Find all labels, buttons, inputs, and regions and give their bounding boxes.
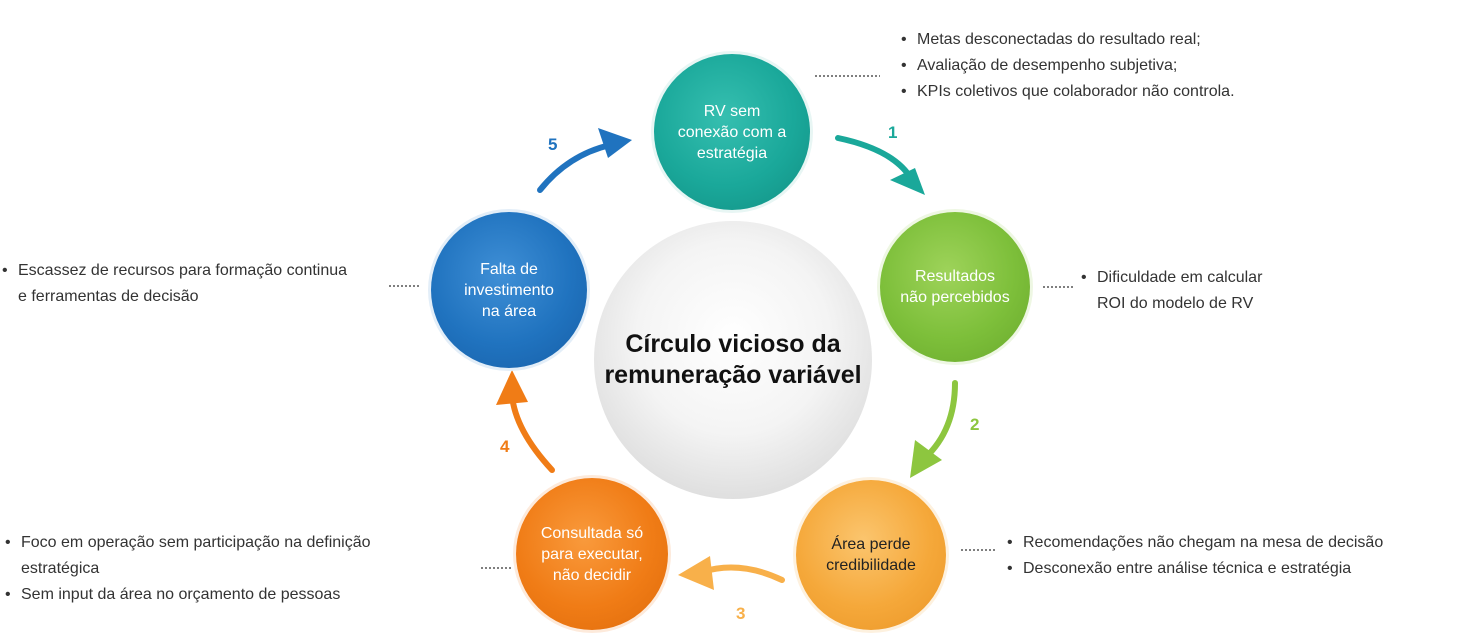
note-top-3: KPIs coletivos que colaborador não contr…: [901, 79, 1235, 105]
note-bottom-right-1: Recomendações não chegam na mesa de deci…: [1007, 530, 1383, 556]
node-falta-de-investimento: Falta de investimento na área: [431, 212, 587, 368]
arrow-2: [910, 380, 958, 478]
note-left-1: Escassez de recursos para formação conti…: [2, 258, 347, 284]
arrow-1: [835, 135, 925, 195]
notes-right: Dificuldade em calcular ROI do modelo de…: [1081, 265, 1262, 317]
notes-left: Escassez de recursos para formação conti…: [2, 258, 347, 310]
step-number-1: 1: [888, 123, 898, 142]
arrow-4: [496, 370, 555, 473]
note-left-1-cont: e ferramentas de decisão: [18, 288, 199, 305]
arrow-3: [678, 556, 785, 590]
note-top-1: Metas desconectadas do resultado real;: [901, 27, 1235, 53]
note-bottom-left-1: Foco em operação sem participação na def…: [5, 530, 371, 556]
notes-bottom-right: Recomendações não chegam na mesa de deci…: [1007, 530, 1383, 582]
node-consultada-so-para-executar: Consultada só para executar, não decidir: [516, 478, 668, 630]
note-right-2: ROI do modelo de RV: [1097, 295, 1254, 312]
note-bottom-left-1-cont: estratégica: [21, 560, 100, 577]
step-number-2: 2: [970, 415, 980, 434]
step-number-3: 3: [736, 604, 746, 623]
node-rv-sem-conexao: RV sem conexão com a estratégia: [654, 54, 810, 210]
arrow-5: [537, 128, 632, 193]
note-bottom-right-2: Desconexão entre análise técnica e estra…: [1007, 556, 1383, 582]
step-number-4: 4: [500, 437, 510, 456]
node-area-perde-credibilidade: Área perde credibilidade: [796, 480, 946, 630]
note-bottom-left-2: Sem input da área no orçamento de pessoa…: [5, 582, 371, 608]
notes-bottom-left: Foco em operação sem participação na def…: [5, 530, 371, 608]
note-right-1: Dificuldade em calcular: [1081, 265, 1262, 291]
center-title: Círculo vicioso da remuneração variável: [594, 221, 872, 499]
step-number-5: 5: [548, 135, 558, 154]
note-top-2: Avaliação de desempenho subjetiva;: [901, 53, 1235, 79]
notes-top: Metas desconectadas do resultado real; A…: [901, 27, 1235, 105]
node-resultados-nao-percebidos: Resultados não percebidos: [880, 212, 1030, 362]
